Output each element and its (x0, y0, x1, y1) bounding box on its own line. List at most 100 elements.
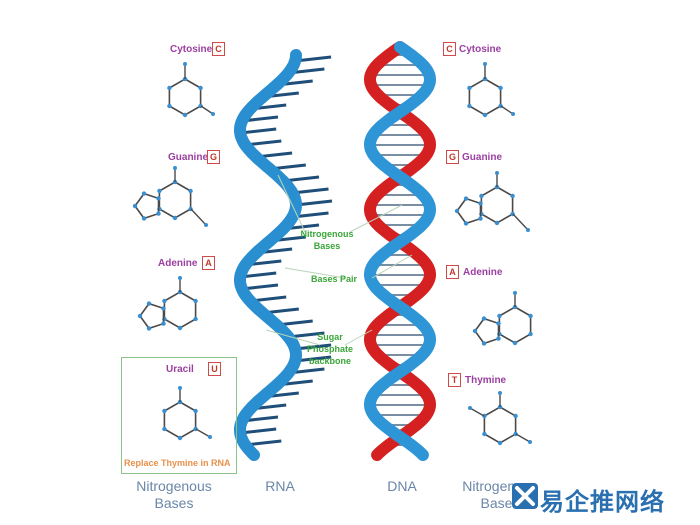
guanine-left-nh (190, 208, 207, 226)
uracil-atom (193, 408, 198, 414)
guanine-right-atom (479, 193, 484, 199)
label-guanine-right: Guanine (462, 152, 503, 163)
label-adenine-right: Adenine (463, 267, 503, 278)
adenine-left-bonds (163, 291, 197, 329)
label-cytosine-left: Cytosine (170, 44, 213, 55)
adenine-left-ring2-atom (161, 321, 166, 326)
guanine-right-atom (494, 220, 500, 226)
adenine-right-ring2-bonds (474, 317, 500, 345)
guanine-left-atom (157, 188, 162, 194)
adenine-left-atom (193, 316, 198, 322)
guanine-right-ring2-atom (478, 216, 483, 221)
adenine-left-ring2 (137, 301, 166, 331)
badge-c-left: C (212, 42, 225, 56)
badge-g-left: G (207, 150, 220, 164)
thymine-bonds (483, 406, 517, 444)
cytosine-left-bonds (168, 78, 202, 116)
annotation-bases-pair: Bases Pair (311, 274, 358, 284)
adenine-left-ring2-atom (161, 306, 166, 311)
guanine-right-ring2-bonds (456, 197, 482, 225)
thymine (482, 404, 518, 446)
rna-rung (240, 127, 277, 135)
thymine-o2-end (528, 440, 532, 444)
badge-t-right: T (448, 373, 461, 387)
adenine-right-ring2-atom (472, 328, 478, 334)
thymine-atom (482, 431, 487, 437)
guanine-left (157, 179, 193, 221)
guanine-right-nh-end (526, 228, 530, 232)
cytosine-left-o (200, 105, 214, 115)
uracil-o2 (195, 428, 211, 438)
thymine-ch3 (469, 407, 485, 417)
logo-mark-icon (512, 483, 538, 509)
adenine-left-ring2-atom (146, 301, 152, 306)
guanine-right-atom (510, 193, 515, 199)
cytosine-left (167, 76, 203, 118)
thymine-o1-end (498, 391, 502, 395)
logo-text: 易企推网络 (540, 488, 665, 516)
adenine-left (162, 289, 198, 331)
footer-left-nitrogenous-bases: Nitrogenous Bases (136, 478, 212, 511)
thymine-atom (497, 440, 503, 446)
guanine-right-ring2-atom (463, 196, 469, 201)
badge-c-right: C (443, 42, 456, 56)
uracil-o2-end (208, 435, 212, 439)
guanine-right-ring2-atom (478, 201, 483, 206)
adenine-right-atom (497, 313, 502, 319)
guanine-right-nh (512, 213, 529, 231)
rna-rung (240, 427, 277, 435)
guanine-left-o-end (173, 166, 177, 170)
adenine-right-atom (528, 313, 533, 319)
thymine-ch3-end (468, 406, 472, 410)
guanine-left-ring2-atom (132, 203, 138, 209)
adenine-left-ring2-bonds (139, 302, 165, 330)
guanine-left-ring2-bonds (134, 192, 160, 220)
uracil-atom (177, 435, 183, 441)
adenine-left-atom (193, 298, 198, 304)
guanine-left-ring2-atom (141, 191, 147, 196)
thymine-atom (513, 413, 518, 419)
guanine-right (479, 184, 515, 226)
adenine-right-atom (528, 331, 533, 337)
cytosine-right-bonds (468, 78, 502, 116)
cytosine-left-atom (182, 112, 188, 118)
guanine-left-ring2-atom (156, 196, 161, 201)
rna-strand (234, 49, 303, 461)
guanine-left-atom (172, 215, 178, 221)
label-adenine-left: Adenine (158, 258, 198, 269)
adenine-right-ring2-atom (481, 341, 487, 346)
cytosine-left-atom (167, 103, 172, 109)
adenine-left-atom (177, 325, 183, 331)
cytosine-right-atom (467, 85, 472, 91)
adenine-right-ring2-atom (496, 336, 501, 341)
adenine-right-atom (512, 340, 518, 346)
adenine-right-ring2 (472, 316, 501, 346)
label-guanine-left: Guanine (168, 152, 209, 163)
adenine-right-ring2-atom (481, 316, 487, 321)
guanine-left-ring2-atom (141, 216, 147, 221)
label-uracil: Uracil (166, 364, 194, 375)
thymine-o2 (515, 433, 531, 443)
guanine-left-bonds (158, 181, 192, 219)
annotation-pointers (265, 174, 413, 346)
label-cytosine-right: Cytosine (459, 44, 502, 55)
uracil-box (121, 357, 237, 474)
guanine-left-ring2-atom (156, 211, 161, 216)
adenine-right (497, 304, 533, 346)
cytosine-right-o (500, 105, 514, 115)
cytosine-right-atom (482, 112, 488, 118)
guanine-right-ring2-atom (454, 208, 460, 214)
adenine-right-ring2-atom (496, 321, 501, 326)
guanine-right-bonds (480, 186, 514, 224)
badge-u: U (208, 362, 221, 376)
uracil-atom (162, 408, 167, 414)
molecule-structures (132, 62, 533, 446)
cytosine-left-o-end (211, 112, 215, 116)
cytosine-right-atom (467, 103, 472, 109)
guanine-right-ring2 (454, 196, 483, 226)
guanine-left-ring2 (132, 191, 161, 221)
adenine-right-bonds (498, 306, 532, 344)
guanine-left-atom (188, 188, 193, 194)
guanine-right-ring2-atom (463, 221, 469, 226)
